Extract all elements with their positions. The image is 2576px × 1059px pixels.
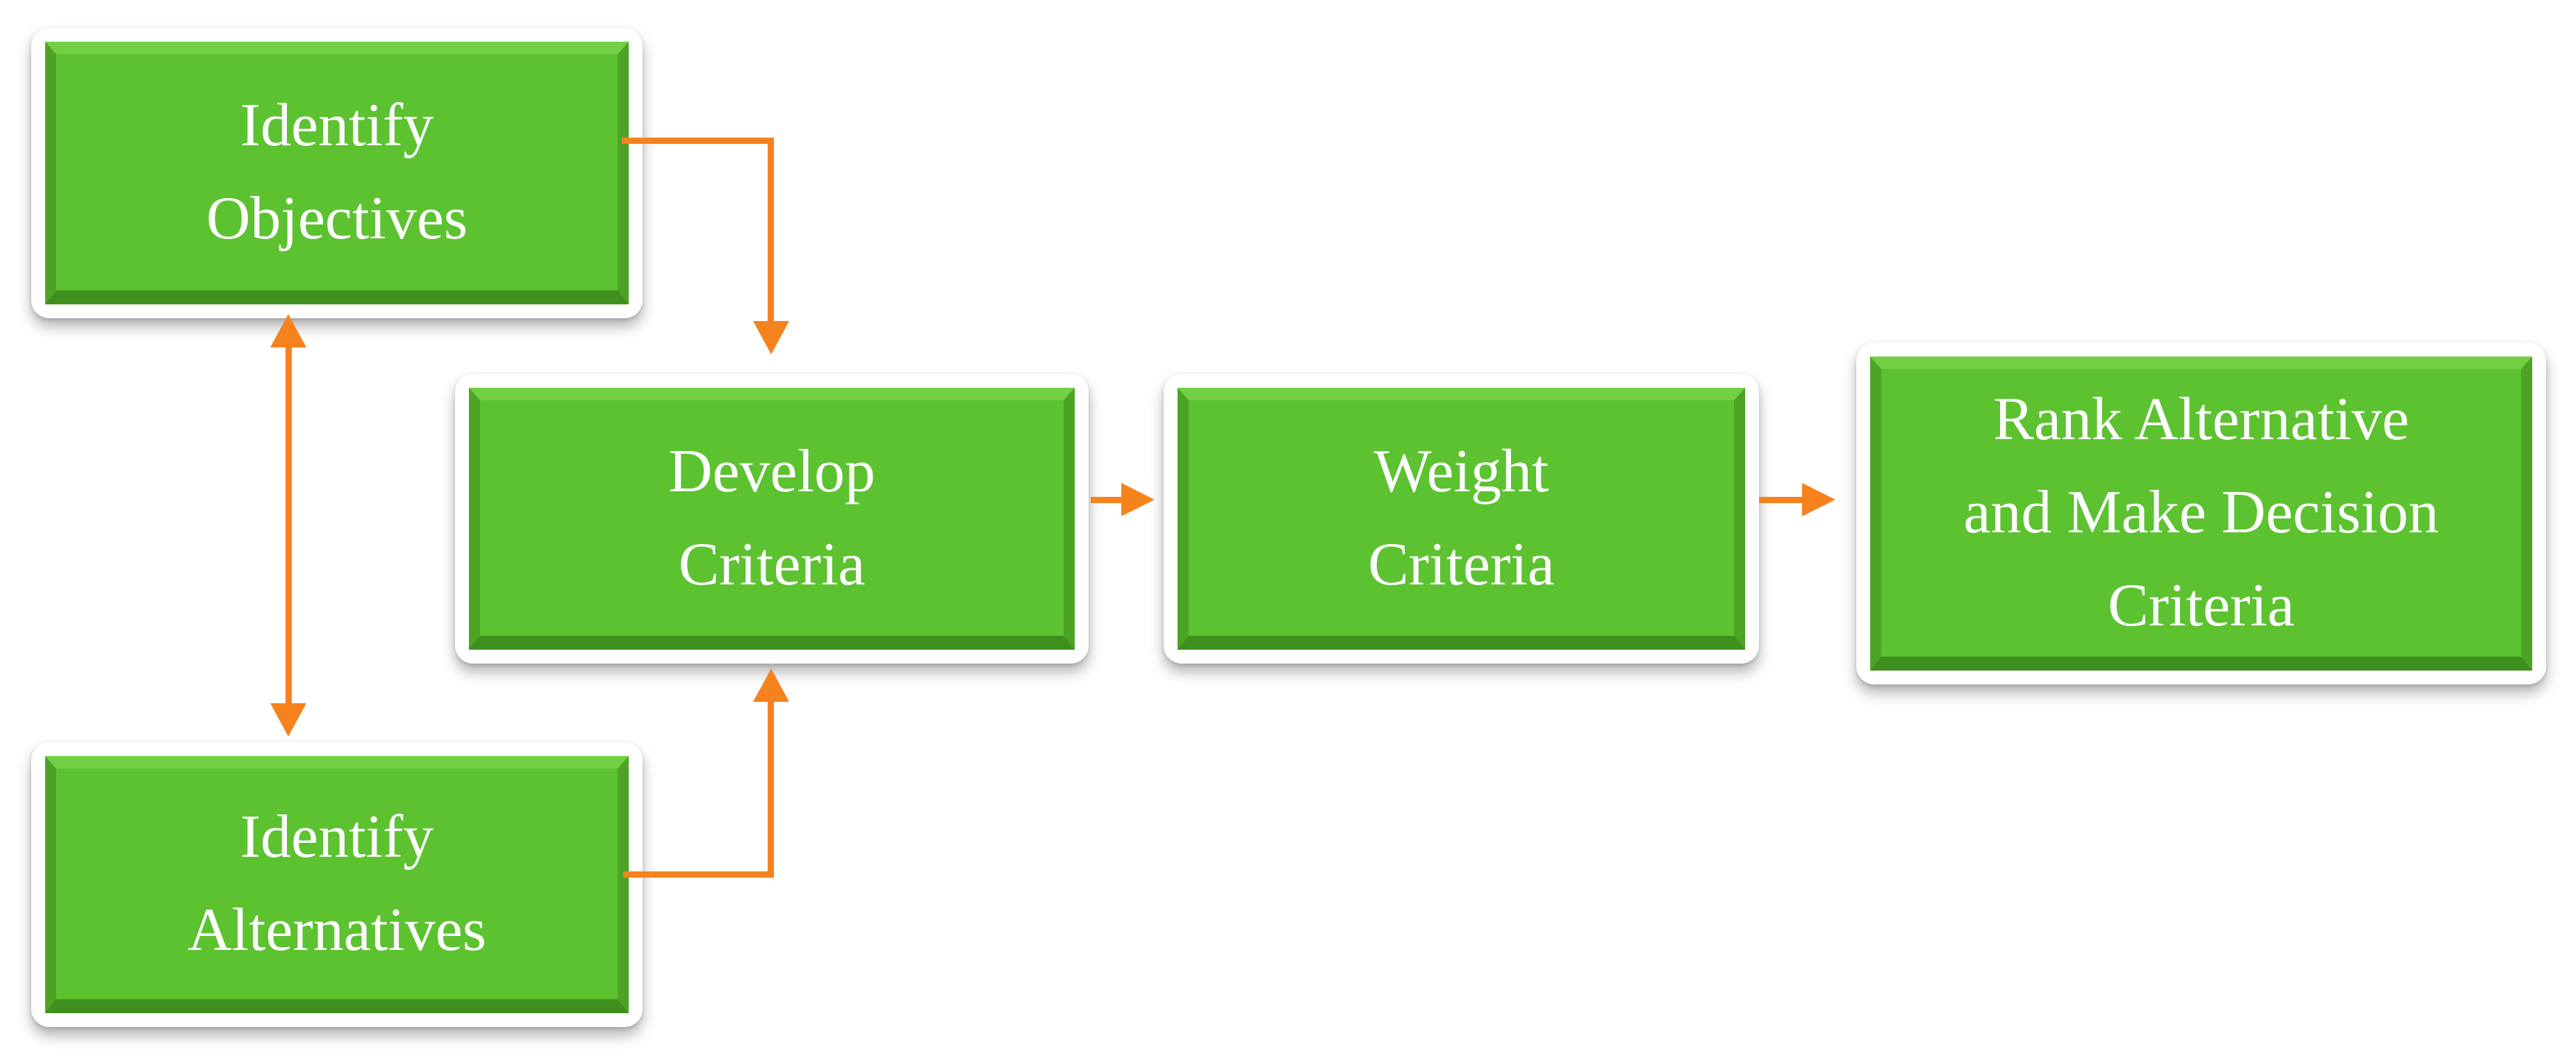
edge-segment [768,700,774,878]
arrowhead-right-icon [1121,483,1155,516]
node-bevel: Rank Alternative and Make Decision Crite… [1870,356,2532,671]
node-label: Develop Criteria [668,437,876,598]
arrowhead-down-icon [270,703,306,737]
arrowhead-right-icon [1802,483,1835,516]
node-rank-alternative: Rank Alternative and Make Decision Crite… [1856,343,2546,684]
edge-segment [622,138,774,144]
node-label: Identify Objectives [206,92,468,252]
node-identify-objectives: Identify Objectives [31,28,643,318]
arrowhead-up-icon [270,314,306,347]
node-bevel: Develop Criteria [469,388,1075,650]
node-develop-criteria: Develop Criteria [455,374,1089,664]
node-label: Weight Criteria [1368,437,1555,598]
arrowhead-up-icon [753,668,789,702]
node-label: Identify Alternatives [187,803,487,964]
node-bevel: Weight Criteria [1178,388,1745,650]
edge-segment [1091,497,1123,503]
edge-segment [1759,497,1803,503]
node-label: Rank Alternative and Make Decision Crite… [1963,386,2439,639]
edge-segment [768,138,774,322]
edge-segment [623,871,774,878]
node-bevel: Identify Objectives [45,42,629,304]
arrowhead-down-icon [753,321,789,354]
node-identify-alternatives: Identify Alternatives [31,742,643,1027]
edge-segment [286,346,292,705]
node-bevel: Identify Alternatives [45,756,629,1013]
node-weight-criteria: Weight Criteria [1164,374,1759,664]
